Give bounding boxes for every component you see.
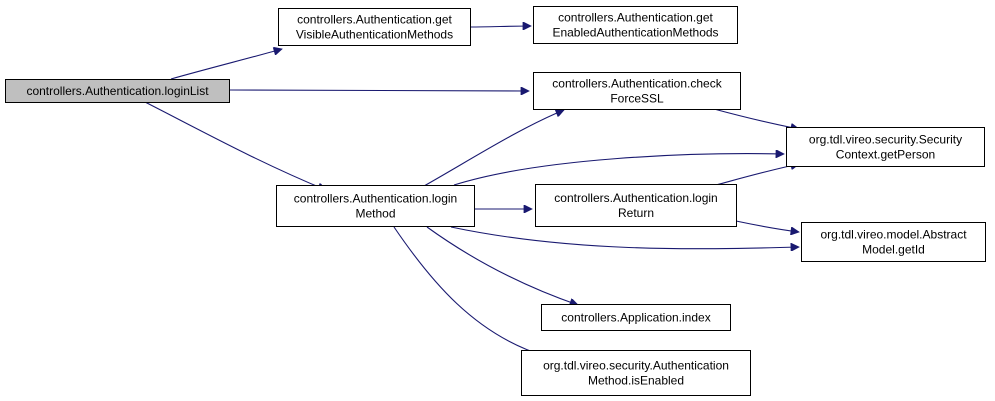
node-label: Method [355, 207, 395, 221]
node-get-visible[interactable]: controllers.Authentication.getVisibleAut… [278, 8, 471, 46]
edge-get-visible-to-get-enabled [469, 26, 531, 27]
node-box [535, 184, 737, 227]
edge-check-force-ssl-to-security-context [713, 108, 799, 129]
edge-login-method-to-application-index [426, 226, 578, 305]
node-box [533, 72, 741, 110]
node-label: Model.getId [862, 243, 925, 257]
node-label: Method.isEnabled [588, 374, 684, 388]
node-label: controllers.Authentication.get [558, 11, 713, 25]
node-box [5, 79, 230, 103]
node-box [533, 6, 738, 44]
edge-login-method-to-auth-method-enabled [393, 226, 545, 356]
edge-login-list-to-check-force-ssl [228, 90, 529, 91]
node-label: VisibleAuthenticationMethods [296, 28, 453, 42]
node-label: controllers.Authentication.get [297, 13, 452, 27]
node-application-index[interactable]: controllers.Application.index [541, 304, 731, 331]
node-label: Context.getPerson [836, 148, 935, 162]
edge-login-list-to-get-visible [170, 49, 282, 80]
node-label: controllers.Authentication.check [552, 77, 722, 91]
node-box [278, 8, 471, 46]
node-box [521, 350, 751, 396]
node-label: controllers.Application.index [561, 311, 710, 325]
node-box [276, 185, 475, 227]
edge-login-list-to-login-method [144, 101, 326, 190]
node-box [801, 222, 986, 262]
node-label: Return [618, 206, 654, 220]
node-security-context[interactable]: org.tdl.vireo.security.SecurityContext.g… [786, 127, 985, 167]
edges [144, 26, 799, 356]
edge-login-return-to-security-context [715, 164, 799, 186]
node-label: org.tdl.vireo.security.Security [809, 133, 962, 147]
edge-login-method-to-abstract-model [450, 226, 799, 249]
node-login-list[interactable]: controllers.Authentication.loginList [5, 79, 230, 103]
nodes: controllers.Authentication.loginList cont… [5, 6, 986, 396]
node-box [786, 127, 985, 167]
node-label: org.tdl.vireo.security.Authentication [543, 359, 729, 373]
node-label: controllers.Authentication.login [294, 192, 457, 206]
node-get-enabled[interactable]: controllers.Authentication.getEnabledAut… [533, 6, 738, 44]
node-label: ForceSSL [610, 92, 664, 106]
node-label: org.tdl.vireo.model.Abstract [820, 228, 967, 242]
node-box [541, 304, 731, 331]
edge-login-method-to-security-context [453, 154, 784, 186]
node-label: controllers.Authentication.login [554, 191, 717, 205]
node-auth-method-enabled[interactable]: org.tdl.vireo.security.AuthenticationMet… [521, 350, 751, 396]
edge-login-return-to-abstract-model [735, 220, 799, 232]
node-label: controllers.Authentication.loginList [26, 84, 209, 98]
node-label: EnabledAuthenticationMethods [552, 26, 718, 40]
edge-login-method-to-check-force-ssl [423, 110, 564, 187]
